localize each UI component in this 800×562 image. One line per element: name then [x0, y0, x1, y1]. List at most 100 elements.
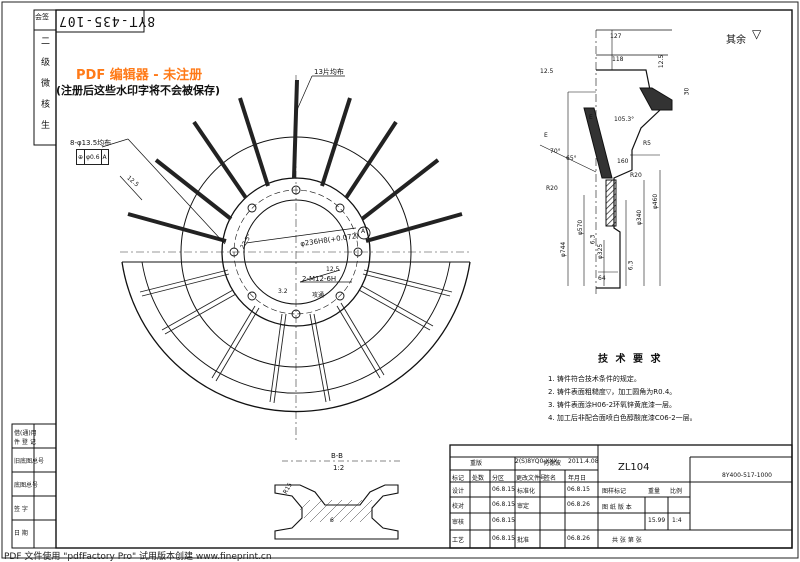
dim-r5: R5	[643, 140, 651, 147]
tb-top-0: 重版	[470, 460, 483, 467]
drawing-number-top: 8YT-435-107	[58, 13, 156, 28]
tb-r0-1: 处数	[472, 475, 485, 482]
stage-label-1: 重量	[648, 488, 661, 495]
watermark-note: (注册后这些水印字将不会被保存)	[56, 84, 221, 97]
tb-r2-5: 06.8.26	[567, 501, 590, 508]
scale-value: 1:4	[672, 517, 682, 524]
sheet-version: 图 纸 版 本	[602, 504, 632, 511]
dim-12-5-a: 12.5	[540, 68, 554, 75]
left-label-2: 旧底图总号	[14, 458, 45, 465]
tb-r2-2: 06.8.15	[492, 501, 515, 508]
side-label-2: 级	[41, 58, 51, 68]
dim-70-deg: 70°	[550, 148, 561, 155]
dim-12-5-b: 12.5	[658, 54, 666, 69]
dim-127: 127	[610, 33, 622, 40]
upper-fins	[127, 79, 463, 243]
stage-label-0: 图样标记	[602, 488, 627, 495]
roughness-symbol-icon: ▽	[752, 27, 762, 41]
watermark-title: PDF 编辑器 - 未注册	[76, 68, 203, 83]
dim-6-3-b: 6.3	[627, 260, 635, 271]
side-view	[539, 29, 673, 295]
title-block-grid	[449, 444, 793, 549]
left-label-3: 底图总号	[14, 482, 39, 489]
drawing-number-right: 8Y400-517-1000	[722, 472, 772, 479]
dim-6-3: 6.3	[589, 234, 597, 245]
tb-r0-4: 签名	[544, 475, 557, 482]
tb-r2-3: 审定	[517, 503, 530, 510]
roughness-label: 其余	[726, 35, 746, 46]
dim-325: φ325	[597, 243, 605, 260]
left-label-0: 借(通)用	[14, 430, 37, 437]
tb-r0-0: 标记	[452, 475, 465, 482]
dim-65-deg: 65°	[566, 155, 577, 162]
roughness-12-5-b: 12.5	[326, 266, 340, 273]
section-dim-6: 6	[330, 517, 334, 524]
section-bb-view	[274, 460, 400, 540]
material-label: ZL104	[618, 462, 650, 473]
tb-top-3: 何德波	[543, 460, 562, 467]
tech-req-item-1: 1. 铸件符合技术条件的规定。	[548, 375, 641, 383]
sheet-count: 共 张 第 张	[612, 537, 642, 544]
tb-r1-2: 06.8.15	[492, 486, 515, 493]
weight-value: 15.99	[648, 517, 666, 524]
side-label-countersign: 会签	[35, 13, 49, 21]
tb-r0-5: 年月日	[568, 475, 587, 482]
tolerance-value: φ0.6	[84, 149, 102, 165]
side-label-4: 核	[41, 100, 51, 110]
tolerance-datum: A	[100, 149, 109, 165]
dim-e2: E	[589, 114, 593, 121]
dim-744: φ744	[560, 241, 568, 258]
tb-r0-3: 更改文件号	[516, 475, 547, 482]
tech-req-item-4: 4. 加工后非配合面喷白色醇酸底漆C06-2一层。	[548, 414, 697, 422]
side-label-1: 二	[41, 37, 51, 47]
tb-r4-2: 06.8.15	[492, 535, 515, 542]
leader-lines	[101, 75, 357, 283]
tb-r4-0: 工艺	[452, 537, 465, 544]
tb-r4-5: 06.8.26	[567, 535, 590, 542]
side-label-column	[33, 9, 57, 146]
thread-note: 2-M12-6H	[302, 275, 337, 283]
side-label-5: 生	[41, 121, 51, 131]
dim-64: 64	[598, 275, 606, 282]
tb-r1-0: 设计	[452, 488, 465, 495]
position-tolerance-icon: ⊕	[75, 149, 86, 165]
datum-a-label: A	[361, 228, 366, 235]
dim-118: 118	[612, 56, 624, 63]
tech-req-item-2: 2. 铸件表面粗糙度▽，加工圆角为R0.4。	[548, 388, 677, 396]
stage-label-2: 比例	[670, 488, 683, 495]
left-label-4: 签 字	[14, 506, 28, 513]
tb-top-4: 2011.4.08	[568, 458, 599, 465]
inner-frame	[55, 9, 793, 549]
tb-r2-0: 校对	[452, 503, 465, 510]
tb-r1-5: 06.8.15	[567, 486, 590, 493]
dim-105-deg: 105.3°	[614, 116, 635, 123]
dim-570: φ570	[577, 219, 585, 236]
dim-r20-b: R20	[630, 172, 642, 179]
roughness-3-2: 3.2	[278, 288, 288, 295]
position-tolerance-frame: ⊕ φ0.6 A	[75, 149, 109, 165]
tech-req-item-3: 3. 铸件表面涂H06-2环氧锌黄底漆一层。	[548, 401, 677, 409]
dim-460: φ460	[652, 193, 660, 210]
dim-30: 30	[683, 87, 691, 96]
lower-fins	[139, 269, 453, 404]
dim-340: φ340	[636, 209, 644, 226]
tb-r3-0: 审核	[452, 519, 465, 526]
tb-r3-2: 06.8.15	[492, 517, 515, 524]
tb-r4-3: 批准	[517, 537, 530, 544]
tb-r1-3: 标准化	[517, 488, 536, 495]
main-view	[120, 75, 471, 440]
tech-req-title: 技 术 要 求	[598, 354, 663, 365]
section-scale: 1:2	[333, 464, 345, 472]
left-label-5: 日 期	[14, 530, 28, 537]
left-label-1: 件 登 记	[14, 439, 36, 446]
through-note: 攻通	[312, 292, 325, 299]
section-title: B-B	[331, 452, 343, 460]
tb-top-2: 2(S)8YQ0-XXX	[515, 458, 558, 465]
fins-note: 13片均布	[314, 68, 344, 76]
tb-r0-2: 分区	[492, 475, 505, 482]
dim-r20-a: R20	[546, 185, 558, 192]
dim-160: 160	[617, 158, 629, 165]
watermark-footer: PDF 文件使用 "pdfFactory Pro" 试用版本创建 www.fin…	[4, 552, 272, 562]
